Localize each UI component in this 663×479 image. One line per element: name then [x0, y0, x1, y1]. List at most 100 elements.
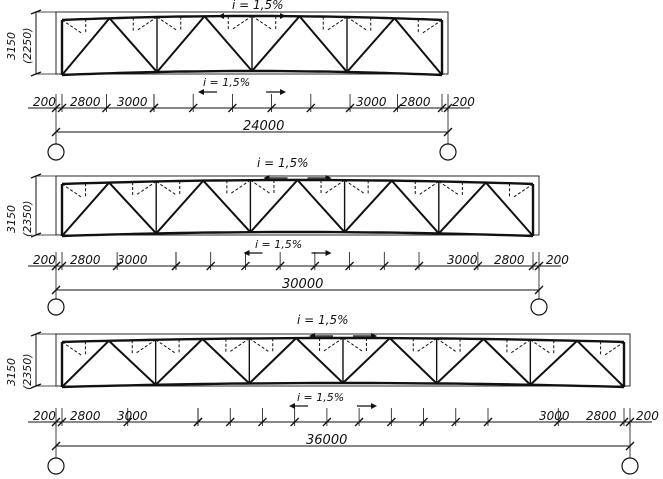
truss-36000-dim-right-3000: 3000	[539, 409, 570, 423]
truss-24000-dim-left-2800: 2800	[70, 95, 101, 109]
diagonal	[61, 340, 110, 388]
diagonal	[108, 340, 157, 386]
dashed-strut	[344, 179, 366, 195]
diagonal	[155, 179, 205, 235]
diagonal	[248, 337, 297, 385]
bottom-chord	[61, 230, 534, 238]
diagonal	[203, 15, 253, 72]
truss-36000-geometry	[28, 331, 652, 475]
dashed-strut	[156, 16, 179, 32]
truss-30000-height-inner: (2350)	[21, 200, 34, 237]
truss-24000-bottom-slope-label: i = 1,5%	[203, 76, 250, 89]
slope-arrowhead	[218, 13, 224, 19]
truss-outline	[55, 333, 631, 387]
diagonal	[202, 179, 252, 233]
truss-outline	[55, 175, 540, 236]
dashed-strut	[438, 181, 460, 196]
dashed-strut	[417, 181, 440, 196]
diagonal	[393, 17, 443, 76]
truss-24000-dim-left-3000: 3000	[117, 95, 148, 109]
slope-arrowhead	[243, 250, 250, 256]
truss-30000-geometry	[28, 173, 561, 316]
axis-bubble-left	[47, 298, 65, 316]
axis-bubble-left	[47, 457, 65, 475]
truss-24000-height-inner: (2250)	[21, 27, 34, 64]
slope-arrowhead	[289, 403, 295, 409]
dashed-strut	[251, 15, 274, 31]
truss-36000-dim-left-200: 200	[33, 409, 56, 423]
diagonal	[251, 15, 301, 72]
truss-36000-height-inner: (2350)	[21, 353, 34, 390]
axis-bubble-left	[47, 143, 65, 161]
dashed-strut	[134, 339, 156, 355]
diagonal	[108, 181, 157, 235]
dashed-strut	[228, 338, 250, 353]
dashed-strut	[342, 337, 364, 353]
slope-arrowhead	[280, 13, 286, 19]
diagonal	[389, 337, 438, 385]
diagonal	[61, 181, 110, 237]
diagonal	[576, 340, 625, 388]
truss-36000-dim-right-2800: 2800	[586, 409, 617, 423]
diagonal	[346, 17, 396, 73]
diagonal	[156, 15, 206, 73]
truss-24000-top-slope-label: i = 1,5%	[232, 0, 284, 12]
diagonal	[529, 340, 578, 386]
dashed-strut	[230, 15, 253, 31]
truss-24000-span-label: 24000	[243, 119, 284, 134]
dashed-strut	[323, 179, 345, 195]
truss-30000-height-outer: 3150	[5, 205, 18, 233]
diagonal	[295, 337, 344, 384]
dashed-strut	[322, 337, 344, 353]
dashed-strut	[61, 341, 83, 357]
truss-36000-span-label: 36000	[306, 433, 347, 448]
dashed-strut	[229, 179, 251, 195]
truss-36000-dim-left-3000: 3000	[117, 409, 148, 423]
slope-arrowhead	[325, 175, 332, 181]
truss-30000-bottom-slope-label: i = 1,5%	[255, 238, 302, 251]
axis-bubble-right	[530, 298, 548, 316]
truss-24000-geometry	[28, 9, 470, 161]
dashed-strut	[509, 339, 531, 355]
dashed-strut	[61, 183, 84, 199]
truss-30000-span-label: 30000	[282, 277, 323, 292]
truss-30000-dim-right-2800: 2800	[494, 253, 525, 267]
truss-30000-dim-right-200: 200	[546, 253, 569, 267]
dashed-strut	[603, 341, 625, 357]
truss-24000: i = 1,5% i = 1,5% 3150 (2250) 200 2800 3…	[5, 0, 475, 161]
truss-36000: i = 1,5% i = 1,5% 3150 (2350) 200 2800 3…	[5, 313, 659, 475]
dashed-strut	[346, 16, 369, 32]
truss-outline	[55, 11, 449, 75]
dashed-strut	[420, 19, 443, 35]
truss-30000: i = 1,5% i = 1,5% 3150 (2350) 200 2800 3…	[5, 156, 569, 316]
diagonal	[482, 338, 532, 386]
diagonal	[201, 338, 251, 385]
dashed-strut	[155, 181, 178, 196]
dashed-strut	[436, 338, 458, 353]
diagonal	[298, 15, 348, 73]
axis-bubble-right	[621, 457, 639, 475]
diagonal	[485, 181, 534, 237]
dashed-strut	[61, 19, 84, 35]
truss-24000-dim-right-200: 200	[452, 95, 475, 109]
truss-36000-dim-left-2800: 2800	[70, 409, 101, 423]
dashed-strut	[511, 183, 534, 199]
truss-30000-dim-left-200: 200	[33, 253, 56, 267]
diagonal	[390, 179, 440, 235]
diagonal	[343, 179, 393, 233]
slope-arrowhead	[309, 333, 315, 339]
truss-36000-top-slope-label: i = 1,5%	[297, 313, 349, 327]
diagonal	[154, 338, 204, 386]
diagonal	[438, 181, 487, 235]
slope-arrowhead	[325, 250, 332, 256]
dashed-strut	[249, 338, 271, 353]
truss-36000-dim-right-200: 200	[636, 409, 659, 423]
diagonal	[296, 179, 346, 233]
slope-arrowhead	[280, 89, 286, 95]
dashed-strut	[325, 16, 348, 32]
diagonal	[249, 179, 299, 233]
truss-24000-dim-left-200: 200	[33, 95, 56, 109]
truss-30000-top-slope-label: i = 1,5%	[257, 156, 309, 170]
slope-arrowhead	[263, 175, 270, 181]
